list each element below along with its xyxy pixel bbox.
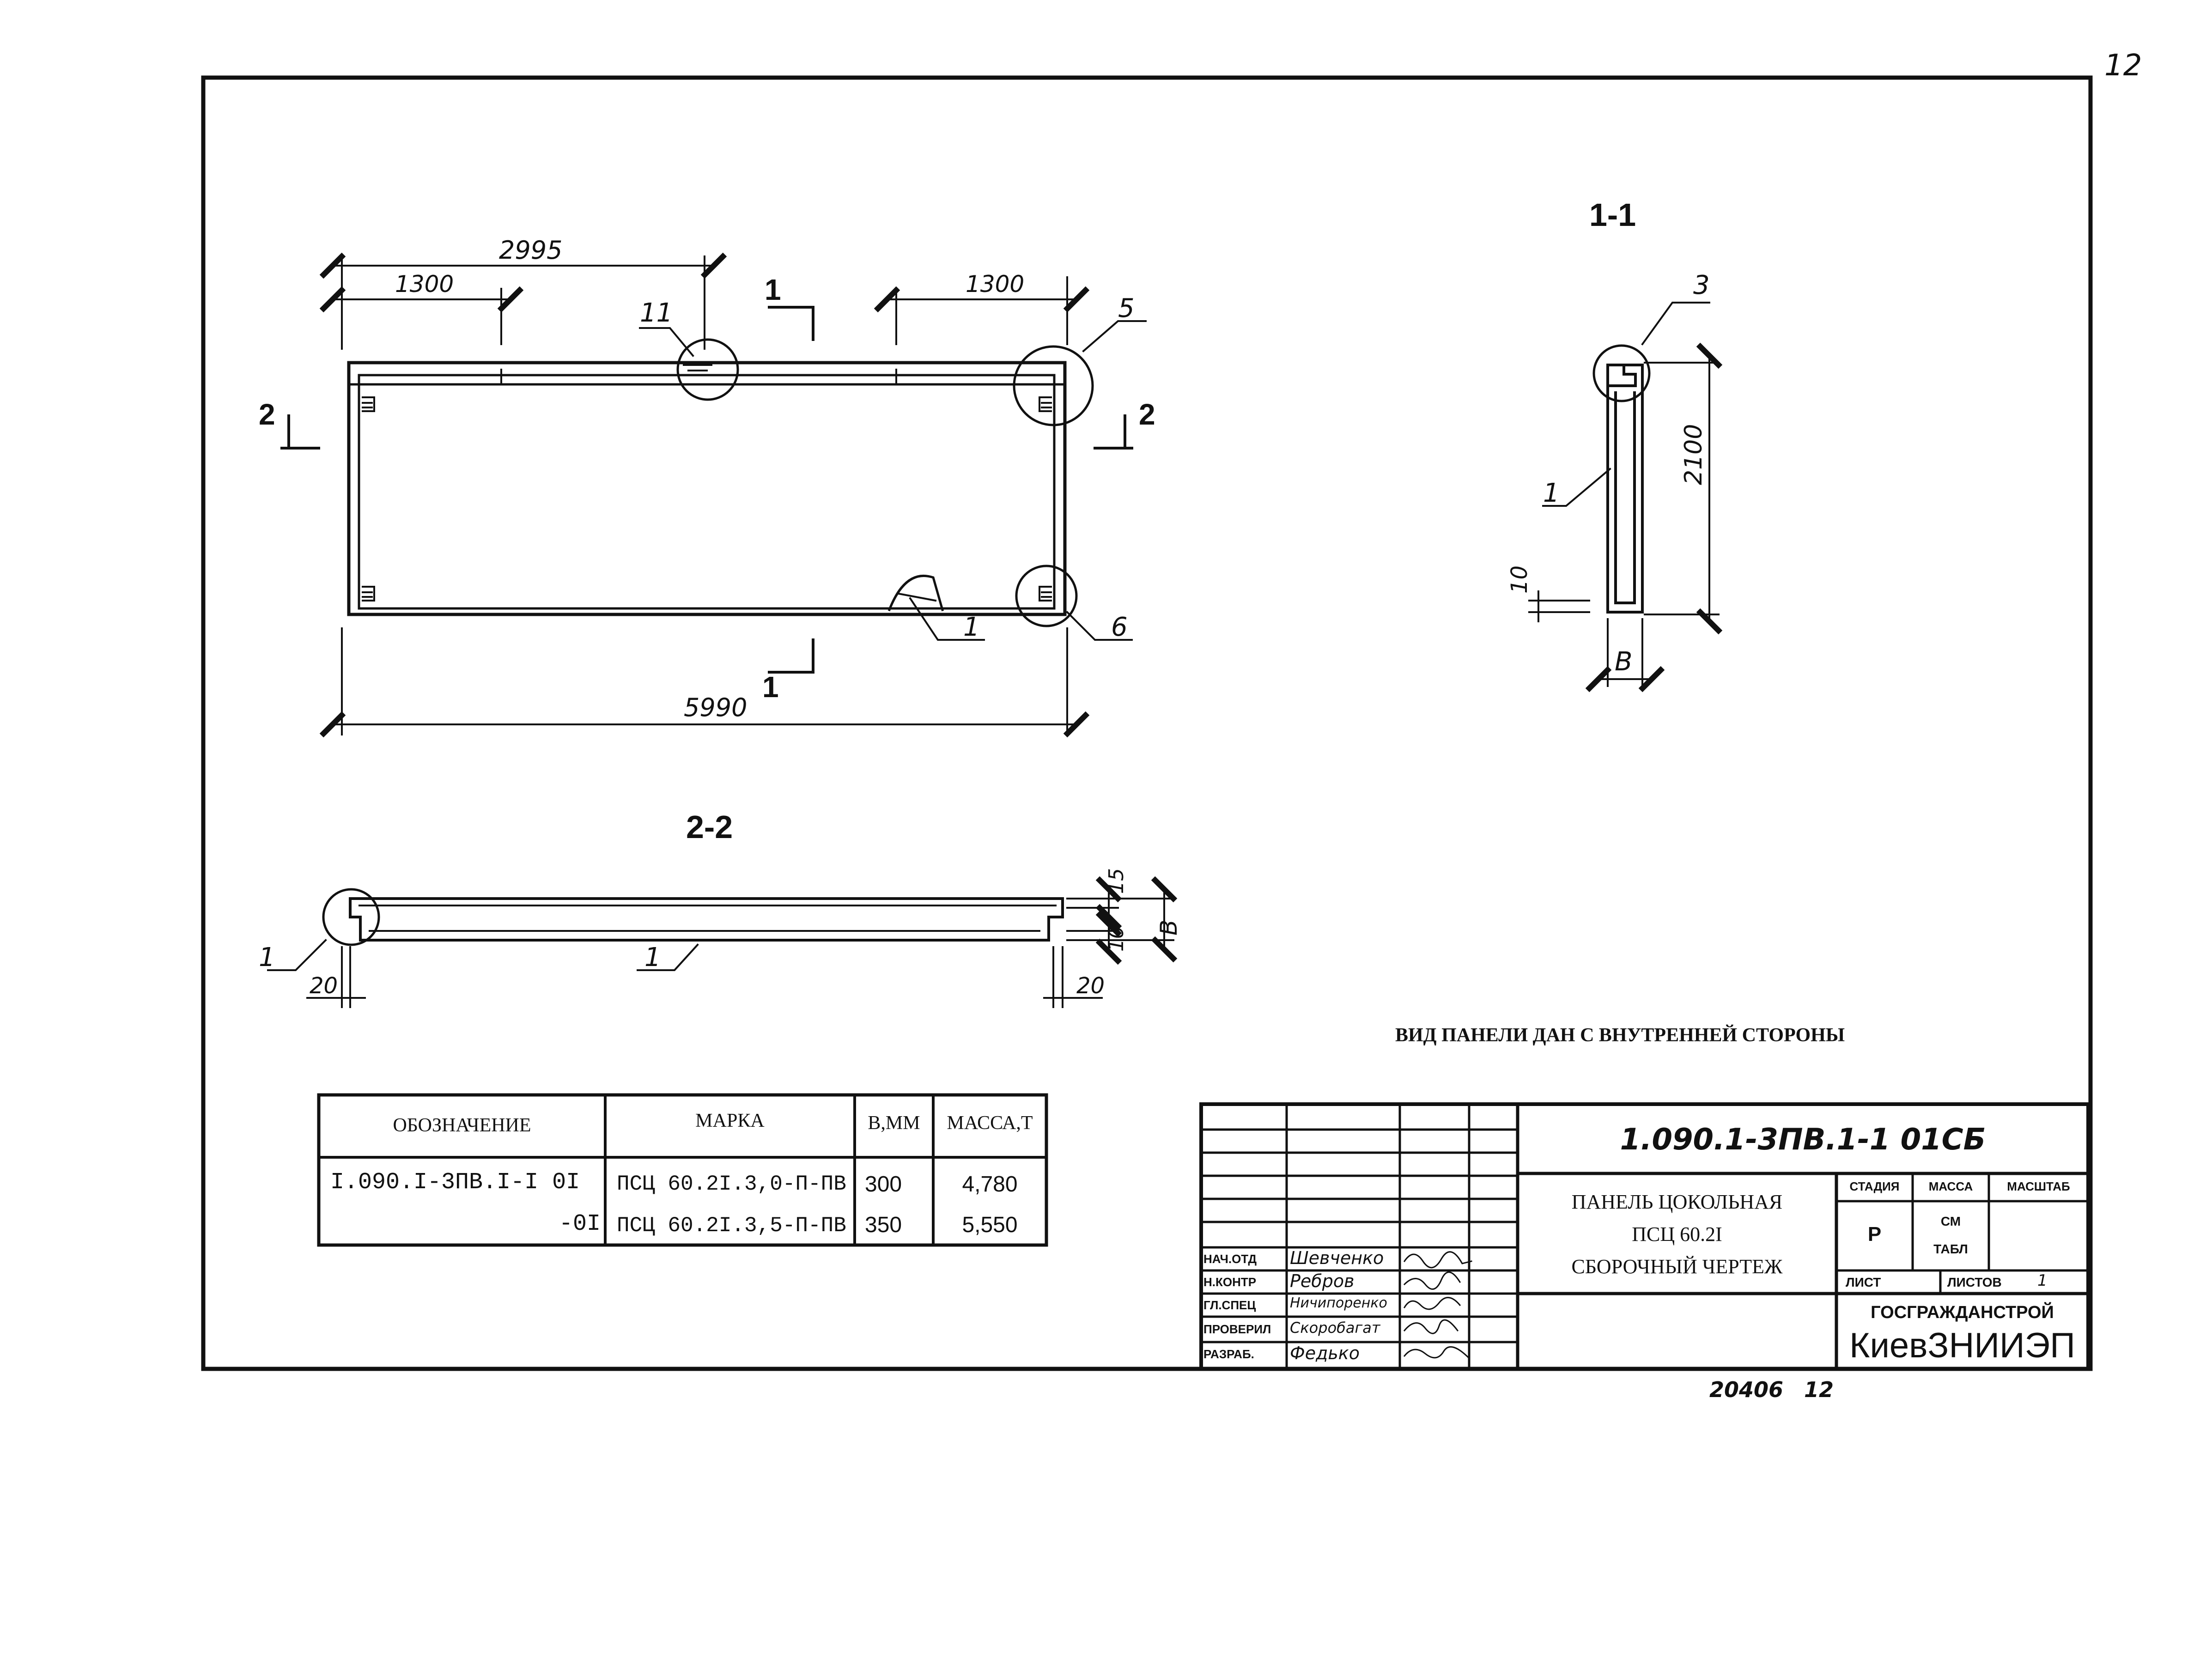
dim-1300-left: 1300 — [395, 271, 454, 298]
title-block-code: 1.090.1-3ПВ.1-1 01СБ — [1620, 1123, 1986, 1157]
callout-5: 5 — [1118, 293, 1135, 323]
callout-circle-5 — [1013, 345, 1094, 426]
dim-20-right: 20 — [1076, 973, 1105, 999]
cut-label-2-left: 2 — [259, 398, 275, 431]
cut-label-2-right: 2 — [1139, 398, 1155, 431]
tb-col-stage: СТАДИЯ — [1849, 1179, 1900, 1193]
callout-1-mid: 1 — [644, 942, 661, 972]
callout-3: 3 — [1693, 270, 1710, 300]
sig-name-1: Ребров — [1290, 1271, 1355, 1291]
dim-b-section: В — [1615, 647, 1633, 677]
sig-role-4: РАЗРАБ. — [1203, 1347, 1254, 1361]
footer-stamp: 20406 — [1709, 1377, 1784, 1402]
sig-name-4: Федько — [1290, 1343, 1360, 1363]
callout-1-left: 1 — [259, 942, 275, 972]
title-block-name-3: СБОРОЧНЫЙ ЧЕРТЕЖ — [1571, 1255, 1783, 1278]
sig-role-1: Н.КОНТР — [1203, 1275, 1257, 1289]
tb-sheet-label: ЛИСТ — [1846, 1275, 1881, 1289]
tb-sheets-label: ЛИСТОВ — [1947, 1275, 2002, 1289]
spec-row2-b: 350 — [865, 1213, 902, 1237]
footer-page: 12 — [1804, 1377, 1834, 1402]
tb-mass-value-1: СМ — [1940, 1214, 1961, 1228]
callout-1-section: 1 — [1543, 478, 1560, 508]
callout-1-plan: 1 — [963, 612, 980, 642]
tb-sheets-value: 1 — [2037, 1271, 2048, 1290]
callout-circle-11 — [676, 338, 739, 401]
tb-org-2: КиевЗНИИЭП — [1849, 1326, 2075, 1365]
section-title-2-2: 2-2 — [686, 809, 733, 845]
dim-20-left: 20 — [310, 973, 338, 999]
sig-name-0: Шевченко — [1290, 1248, 1384, 1268]
tb-org-1: ГОСГРАЖДАНСТРОЙ — [1871, 1303, 2054, 1322]
cut-label-1-bottom: 1 — [762, 670, 779, 704]
sig-role-2: ГЛ.СПЕЦ — [1203, 1298, 1256, 1312]
tb-stage-value: Р — [1867, 1223, 1882, 1246]
dim-2995: 2995 — [499, 236, 563, 265]
callout-6: 6 — [1111, 612, 1128, 642]
title-block-name-1: ПАНЕЛЬ ЦОКОЛЬНАЯ — [1571, 1191, 1783, 1213]
dim-5990: 5990 — [684, 693, 747, 722]
corner-number: 12 — [2104, 49, 2142, 83]
section-2-2-profile — [349, 897, 1064, 942]
spec-row2-mark: ПСЦ 60.2I.3,5-П-ПВ — [617, 1214, 846, 1238]
sig-name-2: Ничипоренко — [1290, 1295, 1387, 1311]
dim-2100: 2100 — [1680, 424, 1708, 485]
spec-row1-b: 300 — [865, 1172, 902, 1197]
panel-plan-view — [347, 361, 1067, 616]
dim-b-2-2: В — [1155, 919, 1182, 936]
spec-row1-mass: 4,780 — [962, 1172, 1018, 1197]
title-block-name-2: ПСЦ 60.2I — [1632, 1223, 1722, 1246]
tb-mass-value-2: ТАБЛ — [1933, 1242, 1968, 1256]
callout-circle-2-2 — [322, 888, 380, 946]
panel-cutaway — [887, 574, 944, 612]
signature-scribbles — [1403, 1251, 1472, 1360]
section-title-1-1: 1-1 — [1589, 197, 1636, 233]
spec-table-grid — [317, 1093, 1048, 1247]
callout-11: 11 — [640, 298, 673, 328]
spec-row1-designation: I.090.I-3ПВ.I-I 0I — [330, 1169, 580, 1196]
spec-header-designation: ОБОЗНАЧЕНИЕ — [393, 1115, 531, 1136]
spec-row2-mass: 5,550 — [962, 1213, 1018, 1237]
sig-name-3: Скоробагат — [1290, 1319, 1380, 1337]
cut-label-1-top: 1 — [765, 273, 781, 306]
sig-role-0: НАЧ.ОТД — [1203, 1252, 1257, 1266]
spec-header-mass: МАССА,Т — [947, 1112, 1033, 1134]
sig-role-3: ПРОВЕРИЛ — [1203, 1322, 1271, 1336]
view-note: ВИД ПАНЕЛИ ДАН С ВНУТРЕННЕЙ СТОРОНЫ — [1395, 1025, 1845, 1046]
dim-1300-right: 1300 — [966, 271, 1025, 298]
spec-header-mark: МАРКА — [695, 1110, 765, 1131]
panel-lugs — [362, 364, 1052, 602]
section-1-1-profile — [1606, 364, 1644, 614]
callout-circle-6 — [1015, 565, 1078, 627]
tb-col-scale: МАСШТАБ — [2007, 1179, 2070, 1193]
dim-15: 15 — [1105, 868, 1128, 894]
tb-col-mass: МАССА — [1928, 1179, 1973, 1193]
title-block-grid — [1199, 1102, 2090, 1371]
dim-10-section: 10 — [1507, 565, 1532, 594]
callout-circle-3 — [1592, 344, 1651, 402]
drawing-frame — [201, 75, 2093, 1371]
dim-10: 10 — [1105, 926, 1128, 952]
spec-header-b: В,ММ — [868, 1112, 920, 1134]
spec-row2-designation: -0I — [559, 1211, 601, 1237]
spec-row1-mark: ПСЦ 60.2I.3,0-П-ПВ — [617, 1172, 846, 1196]
